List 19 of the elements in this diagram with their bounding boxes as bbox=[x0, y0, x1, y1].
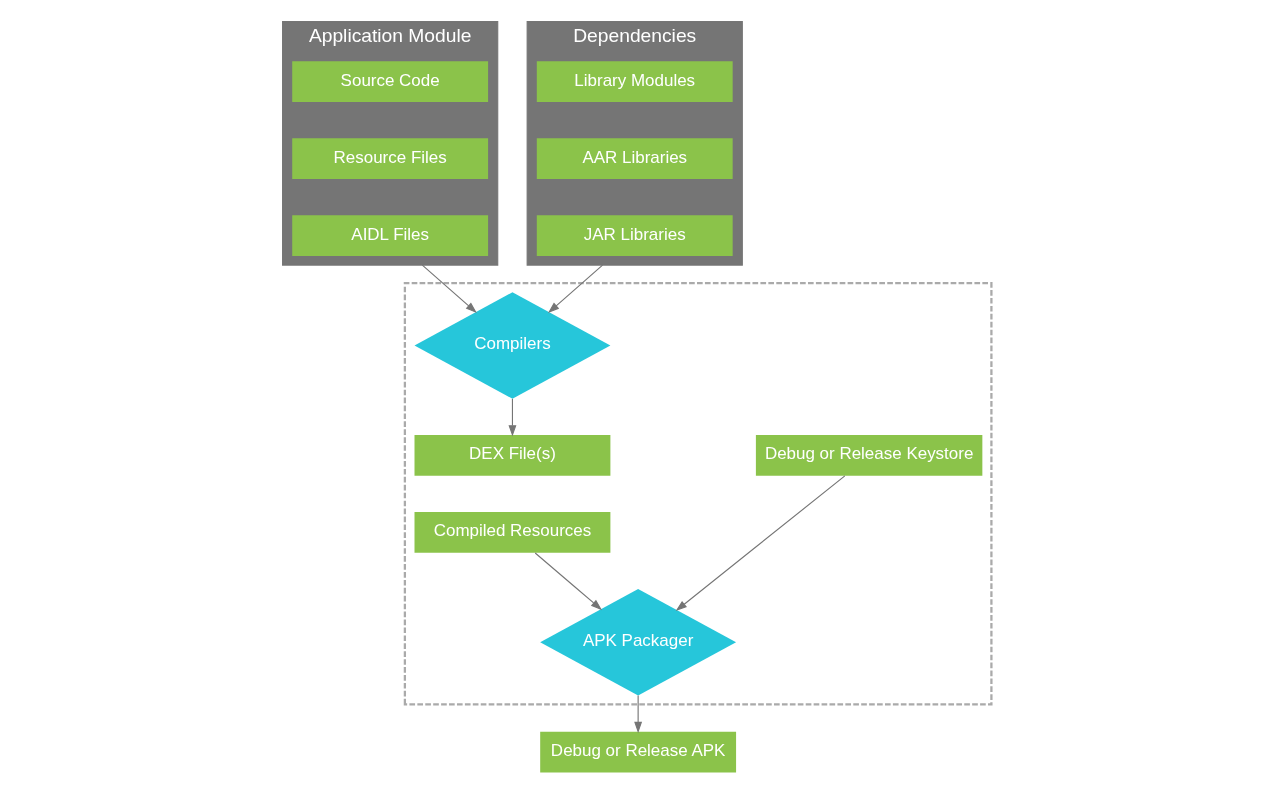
node-box: DEX File(s) bbox=[414, 434, 610, 476]
node-box: AAR Libraries bbox=[536, 138, 733, 180]
node-box: Library Modules bbox=[536, 61, 733, 103]
node-box: Debug or Release Keystore bbox=[755, 434, 982, 476]
arrow bbox=[508, 398, 516, 437]
arrow bbox=[675, 475, 845, 612]
node-diamond: Compilers bbox=[414, 292, 610, 399]
arrow bbox=[633, 694, 642, 734]
arrow bbox=[547, 264, 603, 314]
node-box: AIDL Files bbox=[291, 215, 488, 257]
node-box: Compiled Resources bbox=[414, 511, 610, 553]
arrow bbox=[534, 552, 602, 611]
node-box: Resource Files bbox=[291, 138, 488, 180]
node-box: Debug or Release APK bbox=[539, 731, 736, 773]
node-box: JAR Libraries bbox=[536, 215, 733, 257]
node-diamond: APK Packager bbox=[539, 588, 736, 696]
arrow bbox=[421, 264, 477, 314]
node-box: Source Code bbox=[291, 61, 488, 103]
cluster bbox=[403, 282, 993, 706]
